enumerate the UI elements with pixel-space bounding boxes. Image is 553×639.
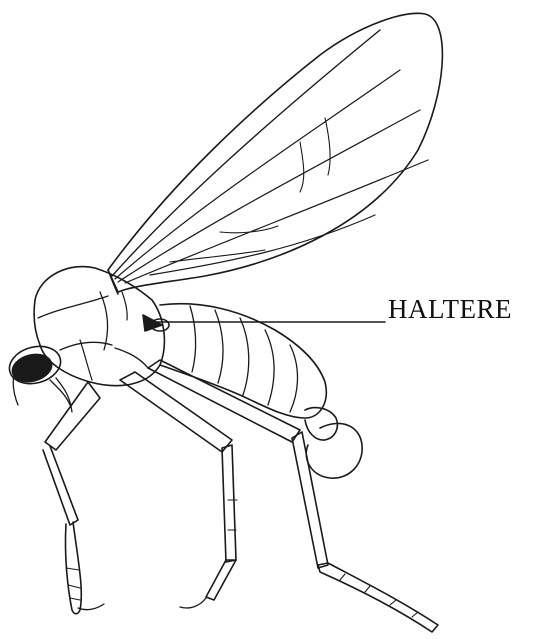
hind-leg: [148, 360, 438, 632]
haltere-knob: [143, 315, 169, 331]
haltere-label: HALTERE: [388, 296, 512, 323]
front-leg: [43, 382, 104, 614]
middle-leg: [120, 372, 237, 608]
head: [5, 341, 72, 412]
abdomen: [160, 304, 362, 478]
wing: [108, 13, 442, 294]
